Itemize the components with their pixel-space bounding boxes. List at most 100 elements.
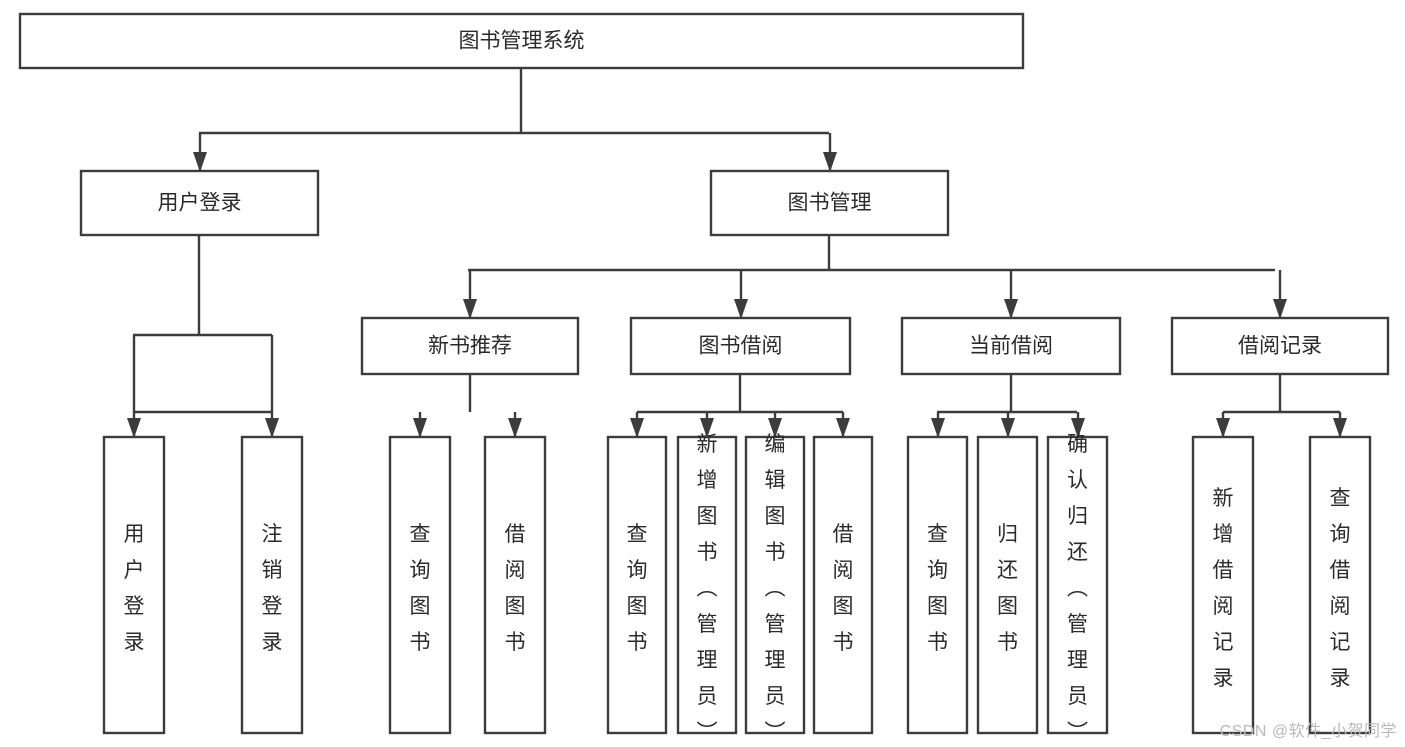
node-leaf-borrow-lend[interactable]: 借阅图书	[812, 435, 874, 735]
node-leaf-current-confirm[interactable]: 确认归还︵管理员︶	[1046, 433, 1109, 744]
connector-root-to-bookmgmt	[823, 133, 837, 172]
node-label: 查询图书	[410, 523, 431, 654]
arrow-head-icon	[630, 418, 644, 438]
node-label: 归还图书	[997, 523, 1018, 654]
node-leaf-borrow-add[interactable]: 新增图书︵管理员︶	[676, 433, 738, 744]
node-box	[709, 169, 950, 237]
node-bookmgmt[interactable]: 图书管理	[709, 169, 950, 237]
csdn-watermark: CSDN @软件_小贺同学	[1219, 723, 1397, 740]
node-layer: 图书管理系统用户登录图书管理新书推荐图书借阅当前借阅借阅记录用户登录注销登录查询…	[18, 12, 1390, 744]
node-box	[900, 316, 1122, 376]
connector-bookmgmt-to-newbook	[463, 270, 477, 319]
connector-borrow-to-leaf-borrow-lend	[836, 412, 850, 438]
node-box	[102, 435, 166, 735]
node-box	[388, 435, 452, 735]
node-box	[1308, 435, 1372, 735]
arrow-head-icon	[823, 152, 837, 172]
node-leaf-user-logout[interactable]: 注销登录	[240, 435, 304, 735]
arrow-head-icon	[127, 418, 141, 438]
connector-bookmgmt-to-records	[1273, 270, 1287, 319]
arrow-head-icon	[463, 299, 477, 319]
node-label: 用户登录	[124, 523, 145, 654]
node-label: 新增图书︵管理员︶	[697, 433, 718, 744]
node-leaf-new-borrow[interactable]: 借阅图书	[483, 435, 547, 735]
node-box	[744, 435, 806, 735]
connector-borrow-to-leaf-borrow-query	[630, 412, 644, 438]
connector-borrow-to-leaf-borrow-add	[700, 412, 714, 438]
node-label: 用户登录	[158, 192, 242, 215]
arrow-head-icon	[836, 418, 850, 438]
node-box	[240, 435, 304, 735]
node-label: 图书借阅	[699, 335, 783, 358]
node-label: 新增借阅记录	[1213, 487, 1234, 690]
node-label: 当前借阅	[969, 335, 1053, 358]
node-label: 新书推荐	[428, 335, 512, 358]
node-leaf-borrow-query[interactable]: 查询图书	[606, 435, 668, 735]
node-box	[483, 435, 547, 735]
arrow-head-icon	[700, 418, 714, 438]
node-current[interactable]: 当前借阅	[900, 316, 1122, 376]
node-label: 查询图书	[627, 523, 648, 654]
connector-layer	[127, 68, 1347, 438]
arrow-head-icon	[265, 418, 279, 438]
node-records[interactable]: 借阅记录	[1170, 316, 1390, 376]
node-leaf-current-return[interactable]: 归还图书	[976, 435, 1039, 735]
connector-bookmgmt-to-borrow	[734, 270, 748, 319]
arrow-head-icon	[734, 299, 748, 319]
node-login[interactable]: 用户登录	[79, 169, 320, 237]
arrow-head-icon	[1071, 418, 1085, 438]
connector-login-to-leaf-user-logout	[265, 335, 279, 438]
node-label: 图书管理	[788, 192, 872, 215]
node-leaf-user-login[interactable]: 用户登录	[102, 435, 166, 735]
node-box	[976, 435, 1039, 735]
node-newbook[interactable]: 新书推荐	[360, 316, 580, 376]
connector-bus-root	[199, 68, 829, 135]
node-label: 借阅图书	[505, 523, 526, 654]
node-label: 编辑图书︵管理员︶	[765, 433, 786, 744]
arrow-head-icon	[1216, 418, 1230, 438]
connector-current-to-leaf-current-confirm	[1071, 412, 1085, 438]
node-borrow[interactable]: 图书借阅	[629, 316, 852, 376]
connector-records-to-leaf-record-query	[1333, 412, 1347, 438]
arrow-head-icon	[1333, 418, 1347, 438]
connector-bus-bookmgmt	[468, 235, 1275, 272]
arrow-head-icon	[768, 418, 782, 438]
node-root[interactable]: 图书管理系统	[18, 12, 1025, 70]
node-leaf-new-query[interactable]: 查询图书	[388, 435, 452, 735]
node-box	[360, 316, 580, 376]
node-box	[906, 435, 969, 735]
node-box	[1191, 435, 1255, 735]
node-label: 图书管理系统	[459, 30, 585, 53]
connector-bookmgmt-to-current	[1004, 270, 1018, 319]
node-leaf-record-query[interactable]: 查询借阅记录	[1308, 435, 1372, 735]
connector-current-to-leaf-current-return	[1001, 412, 1015, 438]
node-label: 查询图书	[927, 523, 948, 654]
connector-login-to-leaf-user-login	[127, 335, 141, 438]
node-label: 借阅记录	[1238, 335, 1322, 358]
node-leaf-record-add[interactable]: 新增借阅记录	[1191, 435, 1255, 735]
connector-borrow-to-leaf-borrow-edit	[768, 412, 782, 438]
arrow-head-icon	[1004, 299, 1018, 319]
connector-bus-borrow	[637, 374, 843, 414]
node-box	[606, 435, 668, 735]
connector-bus-current	[937, 374, 1077, 414]
node-box	[629, 316, 852, 376]
arrow-head-icon	[1001, 418, 1015, 438]
node-label: 注销登录	[262, 523, 283, 654]
node-box	[676, 435, 738, 735]
node-leaf-current-query[interactable]: 查询图书	[906, 435, 969, 735]
node-label: 查询借阅记录	[1330, 487, 1351, 690]
arrow-head-icon	[931, 418, 945, 438]
connector-current-to-leaf-current-query	[931, 412, 945, 438]
connector-bus-newbook	[133, 374, 472, 414]
node-label: 确认归还︵管理员︶	[1067, 433, 1088, 744]
connector-newbook-to-leaf-new-borrow	[508, 412, 522, 438]
arrow-head-icon	[413, 418, 427, 438]
connector-root-to-login	[193, 133, 207, 172]
node-box	[812, 435, 874, 735]
node-box	[1170, 316, 1390, 376]
node-leaf-borrow-edit[interactable]: 编辑图书︵管理员︶	[744, 433, 806, 744]
connector-newbook-to-leaf-new-query	[413, 412, 427, 438]
